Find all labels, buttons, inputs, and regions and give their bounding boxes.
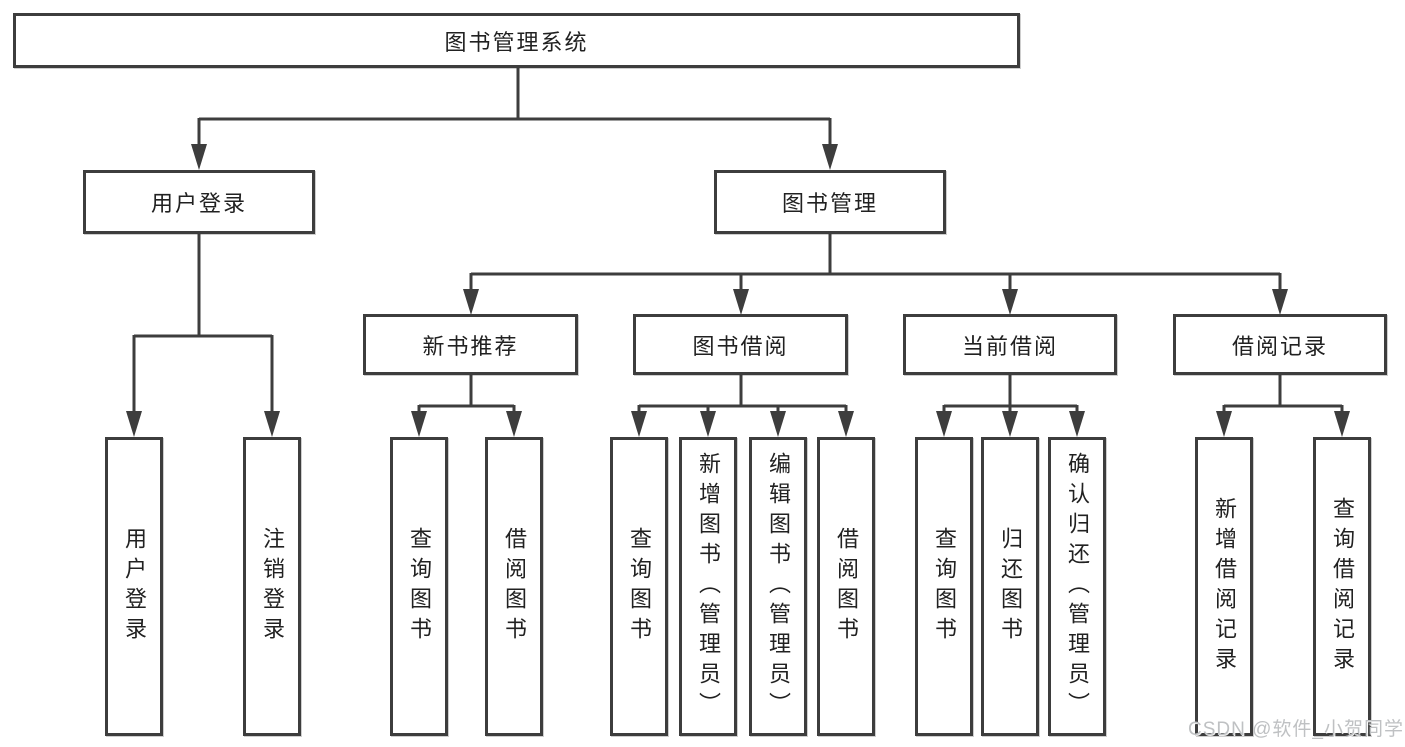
node-book-borrow: 图书借阅 [633,314,848,375]
leaf-query-borrow-record: 查询借阅记录 [1313,437,1371,736]
leaf-query-borrow-record-label: 查询借阅记录 [1330,496,1355,677]
node-borrow-records: 借阅记录 [1173,314,1387,375]
node-user-login-label: 用户登录 [150,191,247,216]
leaf-query-books-borrow: 查询图书 [610,437,668,736]
leaf-query-books-current: 查询图书 [915,437,973,736]
leaf-borrow-books-borrow: 借阅图书 [817,437,875,736]
node-book-management-label: 图书管理 [781,191,878,216]
leaf-query-books-borrow-label: 查询图书 [627,526,652,647]
leaf-edit-book-admin: 编辑图书（管理员） [749,437,807,736]
node-new-book-recommend-label: 新书推荐 [422,333,519,359]
leaf-query-books-recommend-label: 查询图书 [407,526,432,647]
node-book-management: 图书管理 [714,170,946,234]
leaf-add-book-admin: 新增图书（管理员） [679,437,737,736]
leaf-borrow-books-recommend: 借阅图书 [485,437,543,736]
node-user-login: 用户登录 [83,170,315,234]
leaf-query-books-recommend: 查询图书 [390,437,448,736]
leaf-return-book-label: 归还图书 [998,526,1023,647]
leaf-borrow-books-recommend-label: 借阅图书 [502,526,527,647]
leaf-add-book-admin-label: 新增图书（管理员） [696,451,721,722]
leaf-confirm-return-admin: 确认归还（管理员） [1048,437,1106,736]
leaf-query-books-current-label: 查询图书 [932,526,957,647]
watermark-text: CSDN @软件_小贺同学 [1188,719,1404,740]
leaf-add-borrow-record: 新增借阅记录 [1195,437,1253,736]
leaf-return-book: 归还图书 [981,437,1039,736]
node-root-system: 图书管理系统 [13,13,1020,68]
node-new-book-recommend: 新书推荐 [363,314,578,375]
node-root-label: 图书管理系统 [444,29,589,55]
node-book-borrow-label: 图书借阅 [692,333,789,359]
leaf-add-borrow-record-label: 新增借阅记录 [1212,496,1237,677]
node-current-borrow-label: 当前借阅 [961,333,1058,359]
node-current-borrow: 当前借阅 [903,314,1117,375]
leaf-borrow-books-borrow-label: 借阅图书 [834,526,859,647]
leaf-logout-login-label: 注销登录 [260,526,285,647]
leaf-confirm-return-admin-label: 确认归还（管理员） [1065,451,1090,722]
leaf-user-login-label: 用户登录 [122,526,147,647]
leaf-user-login: 用户登录 [105,437,163,736]
node-borrow-records-label: 借阅记录 [1231,333,1328,359]
leaf-logout-login: 注销登录 [243,437,301,736]
leaf-edit-book-admin-label: 编辑图书（管理员） [766,451,791,722]
